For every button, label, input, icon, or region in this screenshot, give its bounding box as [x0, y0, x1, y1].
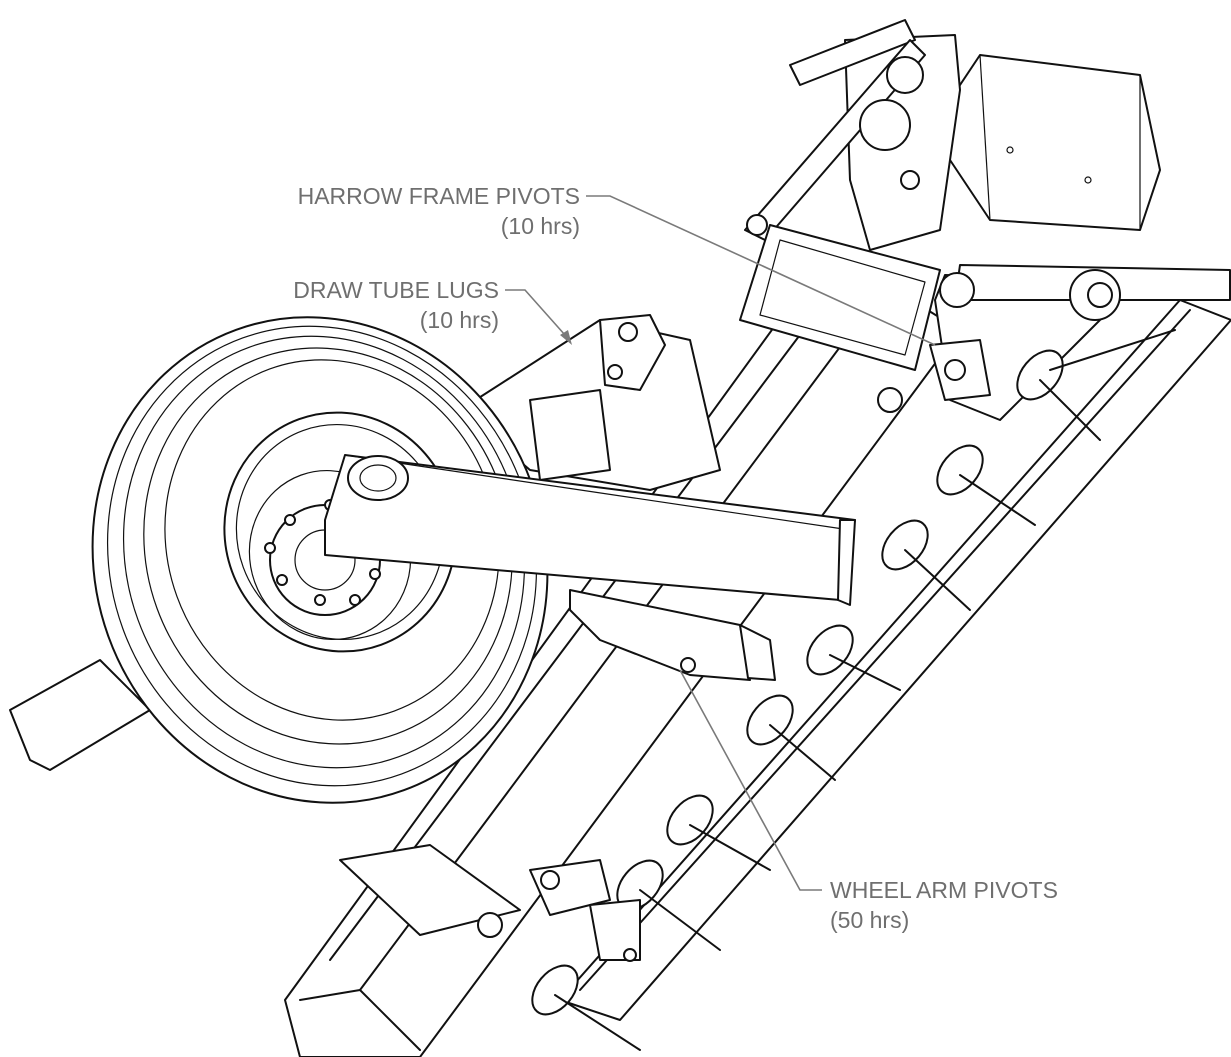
- wheel-arm: [324, 454, 856, 606]
- lower-pivot-bracket: [477, 859, 641, 962]
- harrow-frame-pivots-leader: [586, 195, 936, 346]
- wheel-arm-pivots-interval: (50 hrs): [830, 907, 909, 933]
- harrow-frame-pivots-interval: (10 hrs): [501, 213, 580, 239]
- tine-group-6: [666, 794, 771, 871]
- callout-draw-tube-lugs: DRAW TUBE LUGS (10 hrs): [293, 277, 572, 345]
- axle-stub: [9, 659, 151, 771]
- harrow-frame-pivot-arm: [877, 264, 1231, 421]
- tine-group-2: [936, 444, 1036, 526]
- draw-tube-lugs-interval: (10 hrs): [420, 307, 499, 333]
- draw-tube-lugs-label: DRAW TUBE LUGS: [293, 277, 499, 303]
- wheel-arm-pivots-leader: [679, 669, 822, 891]
- tine-group-3: [881, 519, 971, 611]
- tine-group-4: [806, 624, 901, 691]
- tine-group-5: [746, 694, 836, 781]
- draw-tube-lugs: [459, 314, 721, 491]
- square-tube-end: [739, 224, 941, 371]
- main-frame-tube: [284, 249, 961, 1057]
- harrow-bar: [559, 299, 1231, 1021]
- tine-group-1: [1016, 329, 1176, 441]
- harrow-frame-pivots-label: HARROW FRAME PIVOTS: [298, 183, 580, 209]
- draw-tube-lugs-leader: [505, 289, 566, 336]
- upper-frame: [744, 19, 1161, 251]
- tine-group-7: [616, 859, 721, 951]
- callout-wheel-arm-pivots: WHEEL ARM PIVOTS (50 hrs): [679, 669, 1058, 933]
- wheel-arm-pivot-plate: [569, 589, 776, 681]
- wheel-arm-pivots-label: WHEEL ARM PIVOTS: [830, 877, 1058, 903]
- tine-group-8: [531, 964, 641, 1051]
- harrow-tines: [531, 329, 1176, 1051]
- draw-tube-lugs-arrowhead: [560, 330, 572, 345]
- callout-harrow-frame-pivots: HARROW FRAME PIVOTS (10 hrs): [298, 183, 936, 346]
